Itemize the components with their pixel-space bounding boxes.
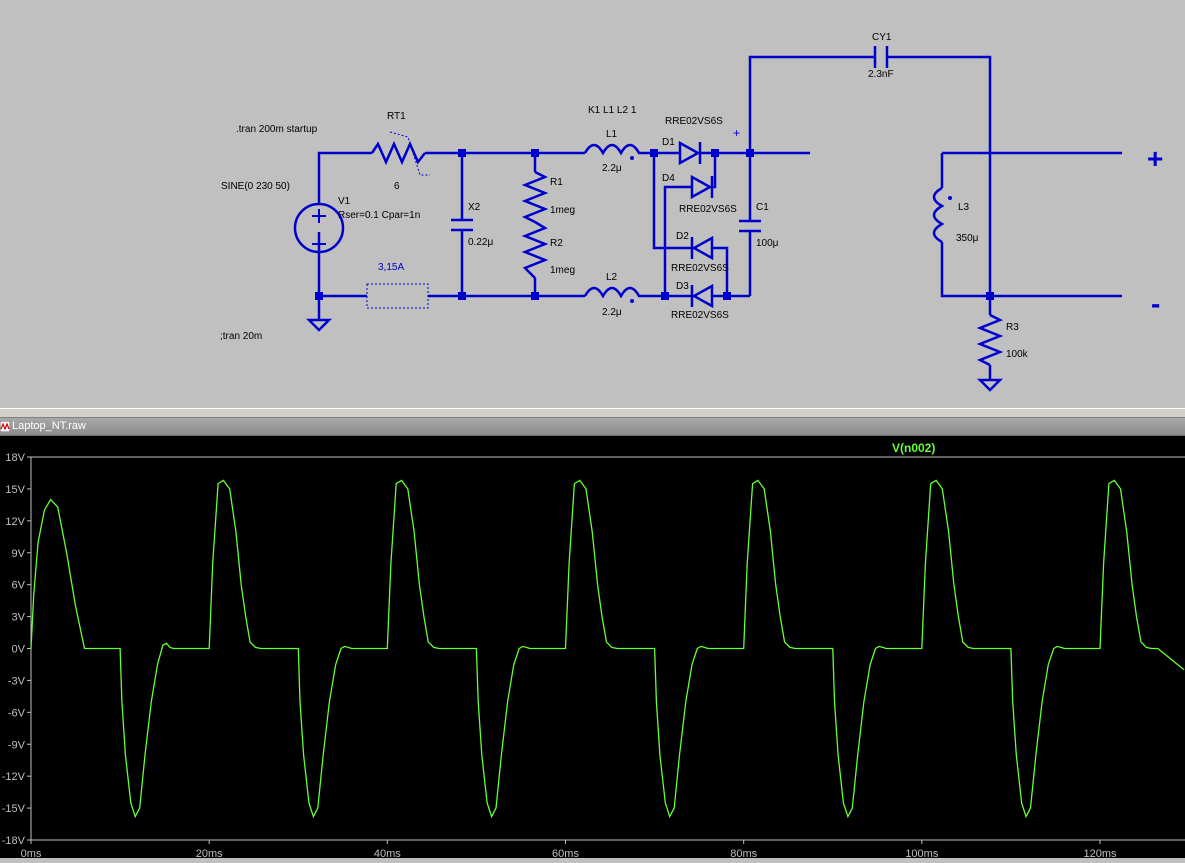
x-tick-label: 40ms [374, 848, 401, 858]
x-tick-label: 20ms [196, 848, 223, 858]
diode-d4[interactable] [690, 174, 714, 200]
v1-label: V1 [338, 196, 351, 207]
l1-value: 2.2μ [602, 163, 622, 174]
y-axis-ticks: 18V 15V 12V 9V 6V 3V 0V -3V -6V -9V -12V -15V -18V [2, 452, 31, 847]
y-tick-label: -15V [2, 803, 26, 815]
r2-label: R2 [550, 238, 563, 249]
y-tick-label: -9V [8, 739, 26, 751]
x-tick-label: 120ms [1083, 848, 1117, 858]
y-tick-label: 12V [5, 516, 25, 528]
x-tick-label: 60ms [552, 848, 579, 858]
d1-label: D1 [662, 137, 675, 148]
ground-symbol [976, 378, 1004, 392]
fuse[interactable] [366, 283, 429, 309]
rt1-label: RT1 [387, 111, 406, 122]
c1-label: C1 [756, 202, 769, 213]
c1-value: 100μ [756, 238, 779, 249]
x2-label: X2 [468, 202, 481, 213]
x-axis-ticks: 0ms 20ms 40ms 60ms 80ms 100ms 120ms [21, 840, 1117, 860]
l2-value: 2.2μ [602, 307, 622, 318]
directive-sine[interactable]: SINE(0 230 50) [221, 181, 290, 192]
capacitor-c1[interactable] [739, 219, 761, 233]
x-tick-label: 80ms [730, 848, 757, 858]
output-plus-terminal: + [1147, 143, 1163, 174]
l1-label: L1 [606, 129, 618, 140]
y-tick-label: 3V [12, 612, 26, 624]
directive-coupling[interactable]: K1 L1 L2 1 [588, 105, 637, 116]
diode-d2[interactable] [690, 235, 714, 261]
l2-label: L2 [606, 272, 618, 283]
waveform-viewer[interactable]: 18V 15V 12V 9V 6V 3V 0V -3V -6V -9V -12V -15V -18V 0… [0, 436, 1185, 860]
waveform-icon [0, 421, 10, 432]
x-tick-label: 100ms [905, 848, 939, 858]
schematic-canvas[interactable]: .tran 200m startup SINE(0 230 50) ;tran … [0, 0, 1185, 408]
inductor-l2[interactable] [583, 286, 642, 303]
r3-value: 100k [1006, 349, 1029, 360]
cy1-value: 2.3nF [868, 69, 894, 80]
output-minus-terminal: - [1151, 288, 1160, 319]
y-tick-label: 6V [12, 580, 26, 592]
resistor-r2[interactable] [521, 220, 549, 279]
y-tick-label: 18V [5, 452, 25, 464]
d3-model: RRE02VS6S [671, 310, 729, 321]
d4-model: RRE02VS6S [679, 204, 737, 215]
v1-params: Rser=0.1 Cpar=1n [338, 210, 420, 221]
cy1-label: CY1 [872, 32, 892, 43]
trace-v-n002[interactable] [30, 479, 1185, 819]
d2-label: D2 [676, 231, 689, 242]
d1-model: RRE02VS6S [665, 116, 723, 127]
diode-d1[interactable] [678, 140, 702, 166]
trace-label[interactable]: V(n002) [892, 441, 935, 455]
ground-symbol [305, 318, 333, 332]
inductor-l1[interactable] [583, 143, 642, 160]
fuse-label: 3,15A [378, 262, 404, 273]
y-tick-label: 0V [12, 644, 26, 656]
d2-model: RRE02VS6S [671, 263, 729, 274]
y-tick-label: -12V [2, 771, 26, 783]
r3-label: R3 [1006, 322, 1019, 333]
waveform-chart[interactable]: 18V 15V 12V 9V 6V 3V 0V -3V -6V -9V -12V -15V -18V 0… [0, 436, 1185, 860]
inductor-l3[interactable] [932, 186, 952, 244]
plot-window-titlebar[interactable]: Laptop_NT.raw [0, 418, 1185, 436]
r1-label: R1 [550, 177, 563, 188]
y-tick-label: -18V [2, 835, 26, 847]
wires [317, 55, 1122, 380]
r1-value: 1meg [550, 205, 575, 216]
pane-splitter[interactable] [0, 408, 1185, 418]
capacitor-x2[interactable] [451, 218, 473, 232]
d4-label: D4 [662, 173, 675, 184]
schematic-editor[interactable]: .tran 200m startup SINE(0 230 50) ;tran … [0, 0, 1185, 408]
plot-window-title: Laptop_NT.raw [12, 420, 86, 432]
y-tick-label: -6V [8, 707, 26, 719]
diode-d3[interactable] [690, 283, 714, 309]
capacitor-cy1[interactable] [873, 46, 889, 68]
x2-value: 0.22μ [468, 237, 493, 248]
l3-label: L3 [958, 202, 970, 213]
c1-polarity-plus: + [733, 126, 740, 140]
rt1-value: 6 [394, 181, 400, 192]
directive-tran-startup[interactable]: .tran 200m startup [236, 124, 318, 135]
resistor-r3[interactable] [976, 313, 1004, 367]
thermistor-rt1[interactable] [370, 131, 430, 176]
l3-value: 350μ [956, 233, 979, 244]
x-tick-label: 0ms [21, 848, 42, 858]
r2-value: 1meg [550, 265, 575, 276]
junction-dots [315, 149, 994, 300]
d3-label: D3 [676, 281, 689, 292]
directive-tran-comment[interactable]: ;tran 20m [220, 331, 262, 342]
plot-axes [30, 456, 1185, 844]
resistor-r1[interactable] [521, 170, 549, 224]
y-tick-label: 9V [12, 548, 26, 560]
voltage-source-v1[interactable] [293, 202, 345, 254]
y-tick-label: 15V [5, 484, 25, 496]
y-tick-label: -3V [8, 675, 26, 687]
